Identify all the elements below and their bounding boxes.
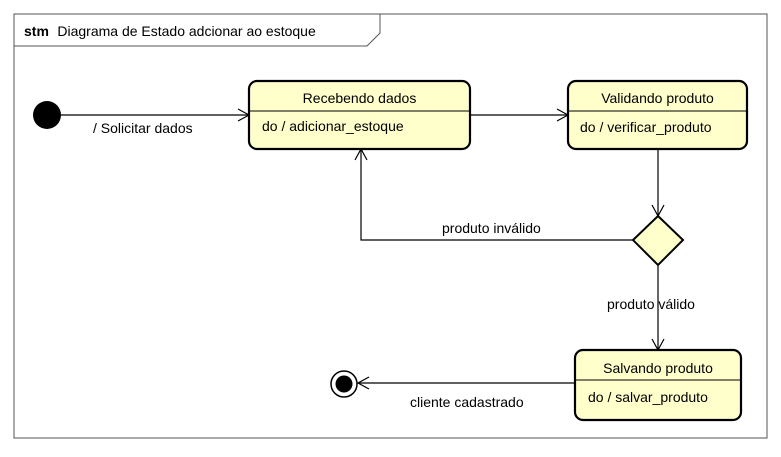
state-activity: do / verificar_produto (580, 119, 712, 135)
transition-label-valido: produto válido (607, 296, 695, 312)
state-activity: do / salvar_produto (588, 389, 708, 405)
state-activity: do / adicionar_estoque (262, 118, 404, 134)
state-recebendo-dados[interactable]: Recebendo dados do / adicionar_estoque (247, 79, 472, 151)
transition-label-invalido: produto inválido (442, 220, 541, 236)
svg-text:stm Diagrama de Estado a: stm Diagrama de Estado adcionar ao estoq… (24, 23, 316, 40)
transition-decision-to-recebendo[interactable]: produto inválido (354, 147, 633, 241)
transition-decision-to-salvando[interactable]: produto válido (607, 265, 695, 352)
state-validando-produto[interactable]: Validando produto do / verificar_produto (566, 79, 749, 151)
transition-label-solicitar: / Solicitar dados (93, 120, 193, 136)
frame-title: Diagrama de Estado adcionar ao estoque (57, 23, 316, 39)
state-name: Validando produto (601, 90, 714, 106)
transition-label-cadastrado: cliente cadastrado (410, 394, 524, 410)
transition-initial-to-recebendo[interactable]: / Solicitar dados (61, 108, 251, 136)
state-salvando-produto[interactable]: Salvando produto do / salvar_produto (573, 348, 743, 422)
state-name: Recebendo dados (303, 90, 417, 106)
frame-keyword: stm (24, 23, 49, 39)
final-node[interactable] (330, 370, 358, 398)
frame-tab (14, 14, 381, 47)
initial-node[interactable] (33, 101, 61, 129)
state-name: Salvando produto (603, 360, 713, 376)
transition-salvando-to-final[interactable]: cliente cadastrado (356, 376, 575, 410)
